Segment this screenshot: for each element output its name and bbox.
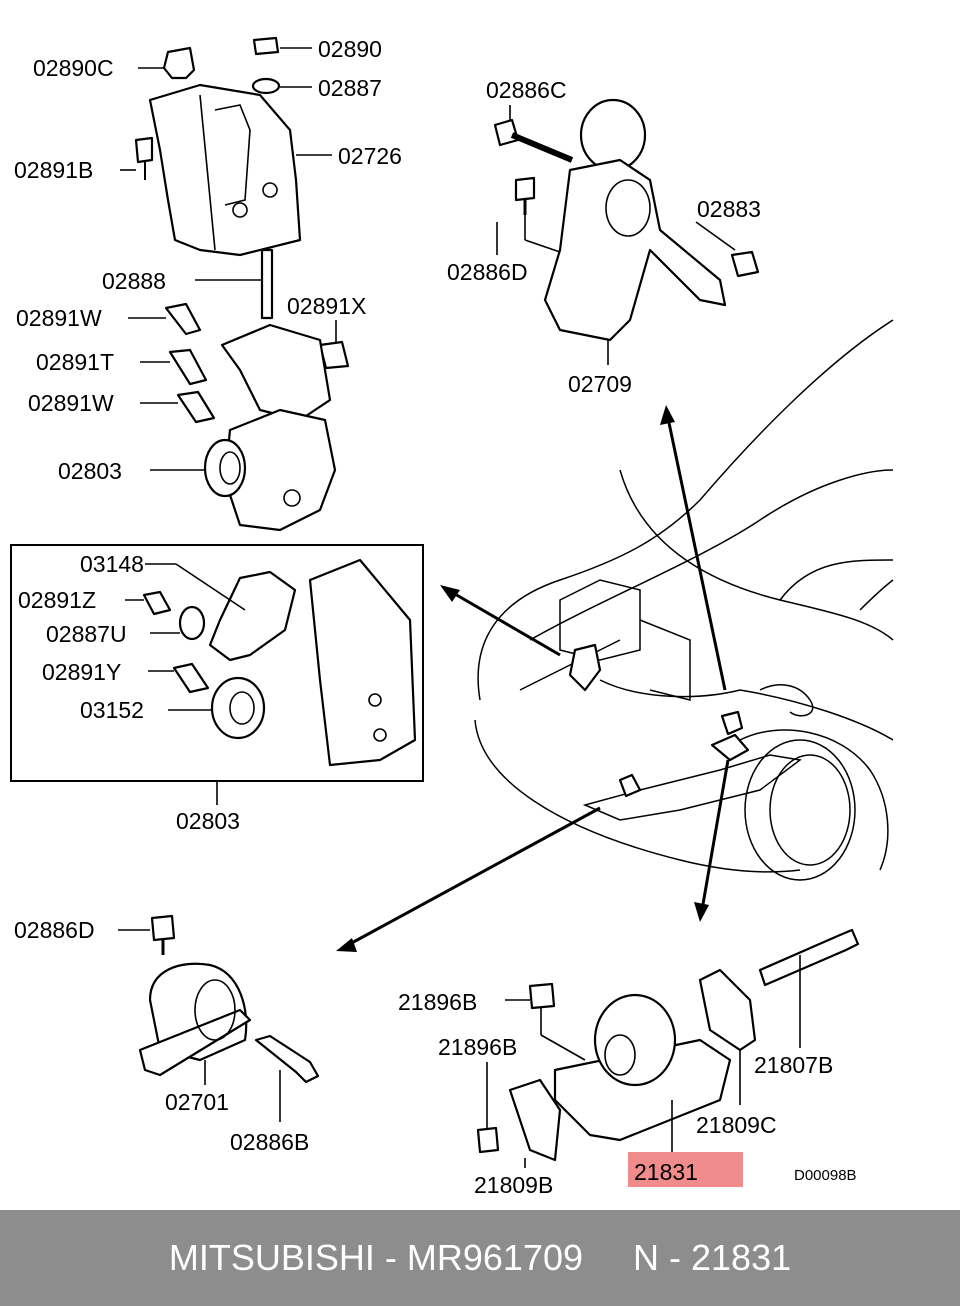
leader-lines bbox=[118, 47, 801, 1168]
label-03152: 03152 bbox=[80, 697, 144, 723]
label-02709: 02709 bbox=[568, 371, 632, 397]
mount-bracket-02726 bbox=[134, 36, 302, 320]
label-02891W-lower: 02891W bbox=[28, 390, 114, 416]
label-02888: 02888 bbox=[102, 268, 166, 294]
label-02726: 02726 bbox=[338, 143, 402, 169]
parts-diagram: 02890C 02890 02887 02726 02891B 02888 02… bbox=[10, 36, 894, 1198]
label-02891Y: 02891Y bbox=[42, 659, 121, 685]
detail-box-02803 bbox=[10, 544, 424, 782]
label-02891Z: 02891Z bbox=[18, 587, 96, 613]
label-02886C: 02886C bbox=[486, 77, 567, 103]
pointer-arrows bbox=[336, 405, 730, 952]
label-02887U: 02887U bbox=[46, 621, 127, 647]
label-02886D-lower: 02886D bbox=[14, 917, 95, 943]
label-21809C: 21809C bbox=[696, 1112, 777, 1138]
label-21896B-upper: 21896B bbox=[398, 989, 477, 1015]
label-21896B-lower: 21896B bbox=[438, 1034, 517, 1060]
label-02701: 02701 bbox=[165, 1089, 229, 1115]
vehicle-outline bbox=[474, 319, 894, 881]
label-02803-upper: 02803 bbox=[58, 458, 122, 484]
part-number-caption: MITSUBISHI - MR961709 N - 21831 bbox=[168, 1237, 792, 1278]
label-02886B: 02886B bbox=[230, 1129, 309, 1155]
label-02891T: 02891T bbox=[36, 349, 114, 375]
footer-bar: MITSUBISHI - MR961709 N - 21831 bbox=[0, 1210, 960, 1306]
label-21831: 21831 bbox=[634, 1159, 698, 1185]
engine-mount-02803-upper bbox=[164, 302, 350, 532]
label-02886D-upper: 02886D bbox=[447, 259, 528, 285]
diagram-code: D00098B bbox=[794, 1167, 857, 1184]
label-02890: 02890 bbox=[318, 36, 382, 62]
label-03148: 03148 bbox=[80, 551, 144, 577]
label-21807B: 21807B bbox=[754, 1052, 833, 1078]
highlight-21831 bbox=[628, 1152, 743, 1187]
mount-02709 bbox=[493, 98, 760, 342]
label-02890C: 02890C bbox=[33, 55, 114, 81]
label-02891X: 02891X bbox=[287, 293, 366, 319]
label-02883: 02883 bbox=[697, 196, 761, 222]
mount-21831 bbox=[476, 928, 860, 1162]
mount-02701 bbox=[138, 914, 320, 1084]
label-02891W-upper: 02891W bbox=[16, 305, 102, 331]
label-02887: 02887 bbox=[318, 75, 382, 101]
label-02891B: 02891B bbox=[14, 157, 93, 183]
part-labels: 02890C 02890 02887 02726 02891B 02888 02… bbox=[14, 36, 857, 1198]
label-21809B: 21809B bbox=[474, 1172, 553, 1198]
label-02803-lower: 02803 bbox=[176, 808, 240, 834]
